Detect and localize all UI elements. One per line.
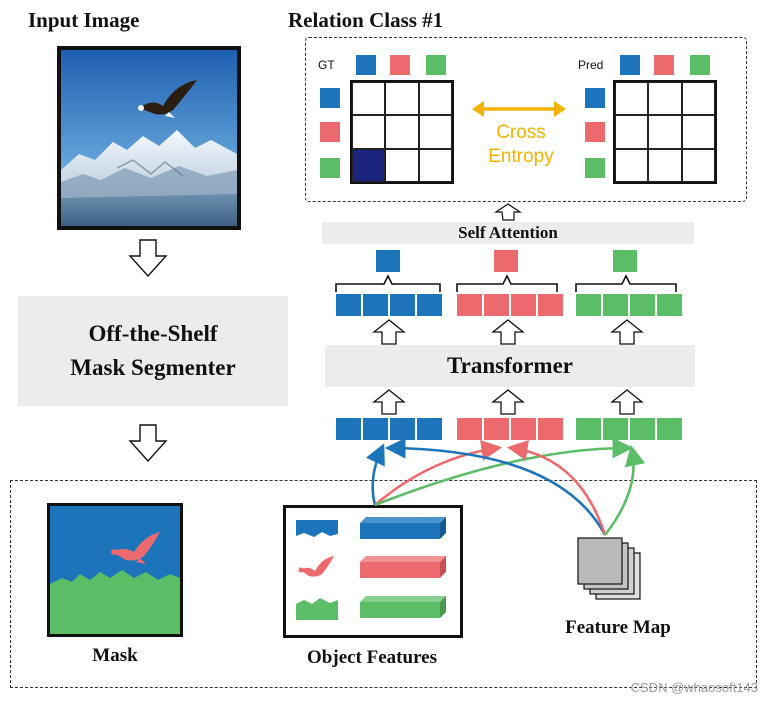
green-segment-thumb xyxy=(296,598,338,620)
pred-col-blue xyxy=(620,55,640,75)
arrow-up-icon xyxy=(610,319,644,345)
gt-col-blue xyxy=(356,55,376,75)
mask-label: Mask xyxy=(92,645,138,666)
brace-green xyxy=(575,274,677,292)
brace-red xyxy=(456,274,558,292)
green-feature-bar xyxy=(360,596,446,618)
pred-col-green xyxy=(690,55,710,75)
segmenter-line-2: Mask Segmenter xyxy=(70,355,236,380)
pred-row-green xyxy=(585,158,605,178)
cross-entropy-line-2: Entropy xyxy=(488,146,554,167)
pred-row-blue xyxy=(585,88,605,108)
pooled-blue xyxy=(376,250,400,272)
arrow-up-icon xyxy=(372,389,406,415)
bottom-panel xyxy=(10,480,757,688)
transformer-output-blue xyxy=(336,294,442,316)
arrow-up-icon xyxy=(491,389,525,415)
gt-col-green xyxy=(426,55,446,75)
transformer-input-blue xyxy=(336,418,442,440)
transformer-input-red xyxy=(457,418,563,440)
gt-row-green xyxy=(320,158,340,178)
arrow-up-icon xyxy=(372,319,406,345)
watermark: CSDN @whaosoft143 xyxy=(630,680,758,695)
object-features-box xyxy=(283,505,463,638)
object-features-label: Object Features xyxy=(307,647,437,668)
blue-feature-bar xyxy=(360,517,446,539)
gt-row-blue xyxy=(320,88,340,108)
segmenter-line-1: Off-the-Shelf xyxy=(88,321,218,346)
pred-col-red xyxy=(654,55,674,75)
pooled-red xyxy=(494,250,518,272)
transformer-bar: Transformer xyxy=(325,345,695,387)
pooled-green xyxy=(613,250,637,272)
pred-label: Pred xyxy=(578,58,604,72)
red-segment-thumb xyxy=(298,556,334,577)
arrow-down-icon xyxy=(128,239,168,278)
feature-map-label: Feature Map xyxy=(565,617,671,638)
arrow-up-icon xyxy=(491,319,525,345)
self-attention-bar: Self Attention xyxy=(322,222,694,244)
arrow-up-icon xyxy=(494,203,522,221)
segmentation-mask xyxy=(50,506,180,634)
input-image-title: Input Image xyxy=(28,8,140,32)
blue-segment-thumb xyxy=(296,520,338,537)
eagle-landscape-image xyxy=(61,50,237,226)
brace-blue xyxy=(335,274,441,292)
red-feature-bar xyxy=(360,556,446,578)
arrow-up-icon xyxy=(610,389,644,415)
transformer-output-red xyxy=(457,294,563,316)
pred-row-red xyxy=(585,122,605,142)
input-image xyxy=(57,46,241,230)
transformer-output-green xyxy=(576,294,682,316)
gt-row-red xyxy=(320,122,340,142)
transformer-input-green xyxy=(576,418,682,440)
cross-entropy-label: Cross Entropy xyxy=(466,121,576,169)
gt-matrix xyxy=(350,80,454,184)
gt-label: GT xyxy=(318,58,335,72)
cross-entropy-line-1: Cross xyxy=(496,122,546,143)
pred-matrix xyxy=(613,80,717,184)
relation-class-title: Relation Class #1 xyxy=(288,8,444,32)
relation-class-panel xyxy=(305,37,747,202)
mask-segmenter-box: Off-the-Shelf Mask Segmenter xyxy=(18,296,288,406)
arrow-down-icon xyxy=(128,424,168,463)
mask-image xyxy=(47,503,183,637)
gt-col-red xyxy=(390,55,410,75)
